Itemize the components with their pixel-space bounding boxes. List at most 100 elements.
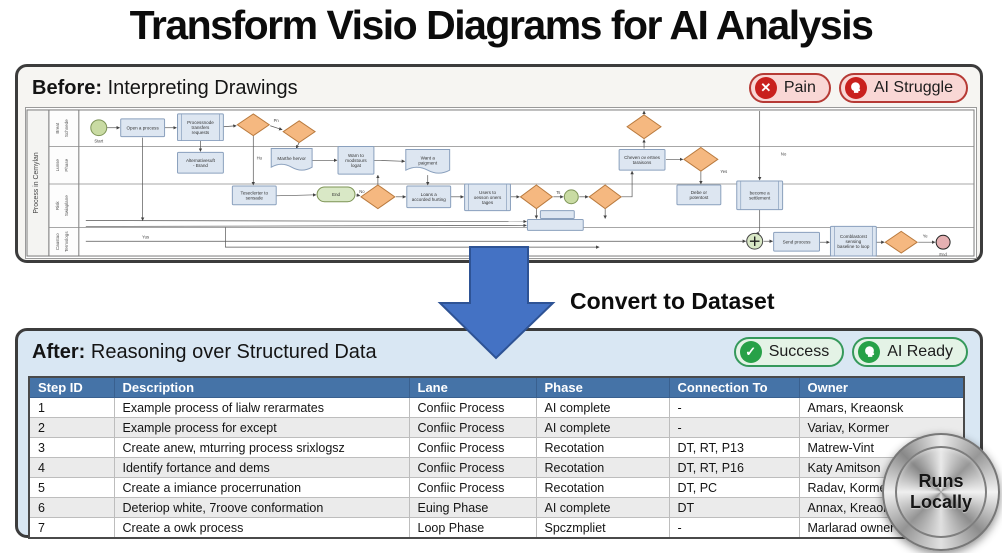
svg-text:Cheven ov ertnes: Cheven ov ertnes (624, 155, 661, 160)
table-header-cell: Phase (535, 376, 670, 398)
head-icon (844, 77, 867, 99)
table-cell: Create a owk process (113, 517, 410, 539)
svg-text:modstours: modstours (345, 158, 367, 163)
status-badge: AI Struggle (838, 73, 968, 103)
table-header-cell: Lane (408, 376, 537, 398)
svg-text:- Brand: - Brand (193, 163, 208, 168)
svg-text:Teseclerter to: Teseclerter to (241, 190, 269, 195)
svg-text:No: No (781, 151, 787, 156)
svg-text:Breat: Breat (55, 122, 60, 134)
svg-text:Swiaplane: Swiaplane (64, 195, 69, 216)
before-badges: ✕ Pain AI Struggle (748, 73, 968, 103)
table-cell: Recotation (535, 477, 670, 498)
before-heading-bold: Before: (32, 76, 103, 99)
runs-locally-badge: Runs Locally (882, 433, 1000, 551)
head-icon (858, 341, 881, 363)
svg-text:tages: tages (482, 200, 494, 205)
table-cell: AI complete (535, 497, 670, 518)
svg-text:Loans a: Loans a (421, 192, 438, 197)
badge-label: Success (768, 343, 830, 360)
svg-text:Comblastorst: Comblastorst (840, 234, 868, 239)
table-cell: Create anew, mturring process srixlogsz (113, 437, 410, 458)
convert-to-dataset-label: Convert to Dataset (570, 288, 775, 314)
svg-text:Processnode: Processnode (187, 120, 214, 125)
table-cell: Identify fortance and dems (113, 457, 410, 478)
before-heading-rest: Interpreting Drawings (102, 76, 298, 99)
badge-label: AI Ready (887, 343, 953, 360)
x-circle-icon: ✕ (754, 77, 777, 99)
table-header-cell: Step ID (28, 376, 115, 398)
after-heading-bold: After: (32, 340, 86, 363)
table-cell: - (668, 517, 800, 539)
table-cell: AI complete (535, 397, 670, 418)
svg-text:sensing: sensing (846, 239, 862, 244)
table-cell: DT, RT, P13 (668, 437, 800, 458)
badge-label: Pain (783, 79, 816, 96)
svg-text:sensade: sensade (246, 196, 264, 201)
svg-text:End: End (332, 192, 341, 197)
table-cell: Confiic Process (408, 477, 537, 498)
table-cell: Confiic Process (408, 397, 537, 418)
table-header-cell: Owner (798, 376, 965, 398)
svg-text:accorded hurting: accorded hurting (412, 197, 447, 202)
svg-text:Open a process: Open a process (126, 125, 159, 130)
after-panel-header: After: Reasoning over Structured Data ✓S… (18, 331, 980, 367)
table-cell: Euing Phase (408, 497, 537, 518)
table-cell: 2 (28, 417, 115, 438)
svg-text:Yus: Yus (142, 234, 149, 239)
svg-text:transfers: transfers (192, 125, 211, 130)
svg-text:become a: become a (750, 190, 771, 195)
runs-locally-line1: Runs (918, 471, 964, 492)
after-panel: After: Reasoning over Structured Data ✓S… (15, 328, 983, 539)
table-cell: DT, RT, P16 (668, 457, 800, 478)
table-cell: DT, PC (668, 477, 800, 498)
svg-text:settlement: settlement (749, 196, 771, 201)
svg-text:Termslogs: Termslogs (64, 231, 69, 252)
status-badge: ✓Success (733, 337, 845, 367)
table-cell: 1 (28, 397, 115, 418)
svg-text:Ye: Ye (923, 233, 928, 238)
svg-text:potentost: potentost (689, 195, 709, 200)
after-heading: After: Reasoning over Structured Data (32, 341, 377, 364)
convert-down-arrow (437, 246, 556, 360)
table-cell: - (668, 397, 800, 418)
svg-text:Schnede: Schnede (64, 119, 69, 137)
table-cell: AI complete (535, 417, 670, 438)
table-cell: Example process for except (113, 417, 410, 438)
badge-label: AI Struggle (873, 79, 953, 96)
table-cell: 4 (28, 457, 115, 478)
table-cell: Recotation (535, 437, 670, 458)
table-cell: 3 (28, 437, 115, 458)
table-cell: - (668, 417, 800, 438)
table-cell: DT (668, 497, 800, 518)
after-badges: ✓Success AI Ready (733, 337, 968, 367)
svg-text:oesson oners: oesson oners (474, 195, 502, 200)
table-cell: Confiic Process (408, 457, 537, 478)
svg-text:Alternativesuft: Alternativesuft (186, 158, 216, 163)
svg-text:Send process: Send process (783, 239, 812, 244)
table-cell: Recotation (535, 457, 670, 478)
page-title: Transform Visio Diagrams for AI Analysis (129, 2, 874, 48)
runs-locally-inner: Runs Locally (895, 446, 987, 538)
before-panel-header: Before: Interpreting Drawings ✕ Pain AI St… (18, 67, 980, 103)
svg-text:Marthe hervor: Marthe hervor (277, 156, 306, 161)
status-badge: AI Ready (852, 337, 968, 367)
table-cell: Spczmpliet (535, 517, 670, 539)
table-cell: Confiic Process (408, 437, 537, 458)
svg-text:baseline to loop: baseline to loop (837, 244, 869, 249)
svg-text:taraisons: taraisons (633, 160, 652, 165)
svg-text:paigment: paigment (418, 161, 438, 166)
before-panel: Before: Interpreting Drawings ✕ Pain AI St… (15, 64, 983, 263)
status-badge: ✕ Pain (748, 73, 831, 103)
svg-text:Pn: Pn (274, 118, 280, 123)
runs-locally-line2: Locally (909, 492, 973, 512)
table-cell: Deteriop white, 7roove conformation (113, 497, 410, 518)
